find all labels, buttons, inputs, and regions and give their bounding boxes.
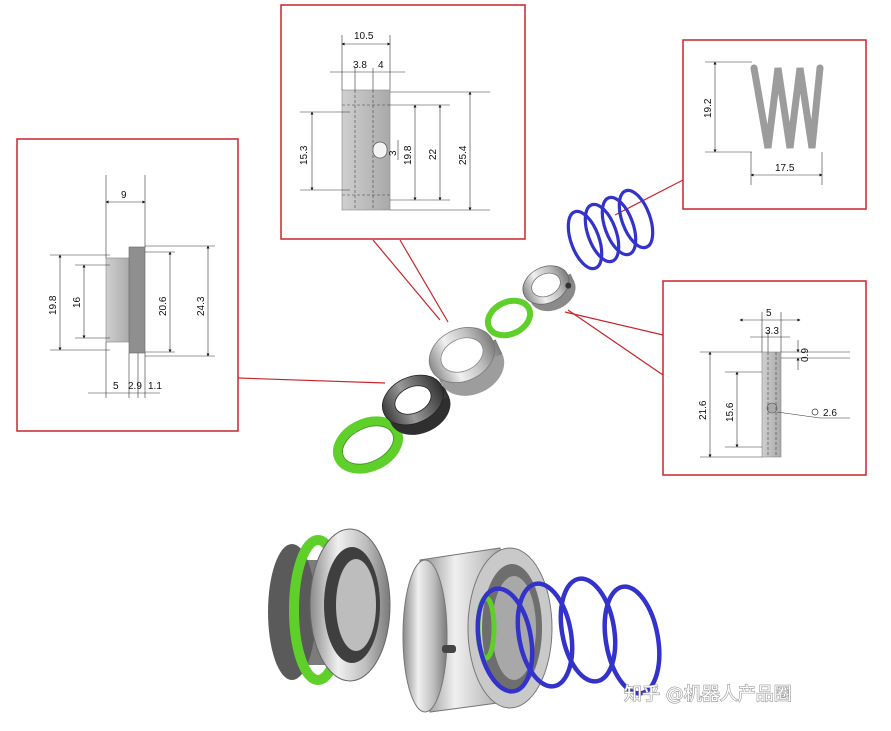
leader-left (237, 377, 386, 384)
panel-spring-frame (682, 39, 867, 210)
leader-right-2 (567, 309, 664, 376)
dim-right-21-6: 21.6 (698, 400, 709, 420)
dim-left-width: 9 (121, 190, 127, 201)
dim-left-16: 16 (72, 296, 83, 308)
leader-lines (237, 179, 684, 384)
dim-spring-width: 17.5 (775, 163, 795, 174)
exploded-parts (333, 188, 655, 474)
dim-right-0-9: 0.9 (800, 348, 811, 362)
dim-right-2-6: 2.6 (823, 408, 837, 419)
dim-left-1-1: 1.1 (148, 381, 162, 392)
watermark-text: 知乎 @机器人产品圈 (624, 684, 792, 705)
assembled-sleeve (402, 547, 553, 713)
dim-left-5: 5 (113, 381, 119, 392)
dim-top-15-3: 15.3 (299, 145, 310, 165)
dim-right-15-6: 15.6 (725, 402, 736, 422)
leader-right (564, 311, 664, 336)
dim-top-3-8: 3.8 (353, 60, 367, 71)
sleeve-ring (428, 327, 505, 396)
stationary-ring (382, 374, 451, 435)
dim-top-22: 22 (428, 148, 439, 160)
o-ring-left (333, 416, 403, 474)
dim-top-3: 3 (388, 150, 399, 156)
dim-left-24-3: 24.3 (196, 296, 207, 316)
collar-ring (522, 265, 576, 312)
leader-top-2 (399, 239, 449, 323)
dim-top-25-4: 25.4 (458, 145, 469, 165)
assembled-seat (268, 528, 391, 685)
o-ring-right (484, 297, 534, 339)
spring-section (750, 64, 824, 149)
panel-top: 10.5 3.8 4 15.3 3 19.8 22 25.4 (280, 4, 526, 240)
dim-left-2-9: 2.9 (128, 381, 142, 392)
dim-top-10-5: 10.5 (354, 31, 374, 42)
assembled-view (268, 528, 662, 713)
sleeve-slot (372, 141, 388, 159)
dim-right-3-3: 3.3 (765, 326, 779, 337)
dim-spring-height: 19.2 (703, 98, 714, 118)
assembled-spring (475, 576, 662, 696)
dim-top-4: 4 (378, 60, 384, 71)
panel-spring: 19.2 17.5 (682, 39, 867, 210)
dim-top-19-8: 19.8 (403, 145, 414, 165)
ring-section-flange (128, 246, 146, 354)
collar-pin-hole (766, 402, 778, 414)
panel-top-frame (280, 4, 526, 240)
dim-right-5: 5 (766, 308, 772, 319)
panel-right: 5 3.3 0.9 21.6 15.6 2.6 (662, 280, 867, 476)
spring-exploded (566, 188, 655, 271)
panel-left: 9 19.8 16 20.6 24.3 5 2.9 1.1 (16, 138, 239, 432)
dim-left-20-6: 20.6 (158, 296, 169, 316)
leader-top (372, 239, 441, 321)
ring-section-body (105, 257, 132, 343)
dim-left-19-8: 19.8 (48, 295, 59, 315)
